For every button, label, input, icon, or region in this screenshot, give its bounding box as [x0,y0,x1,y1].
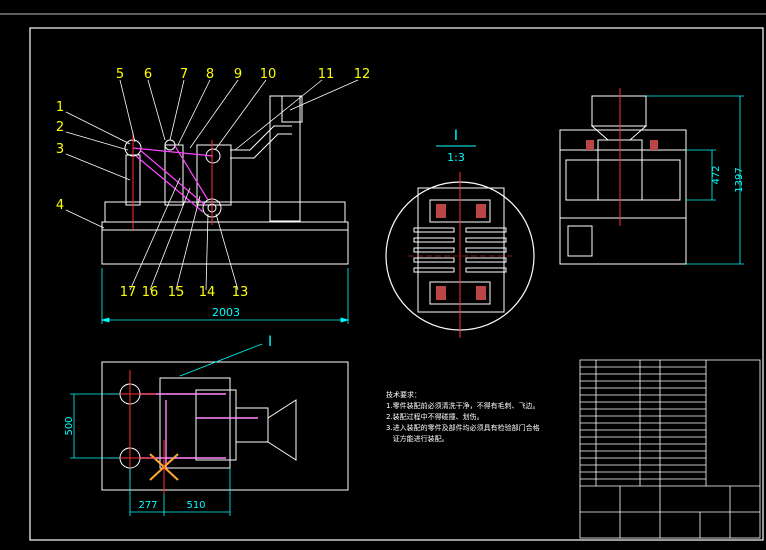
plan-frame [159,377,231,469]
gear-housing [196,144,232,206]
plan-detail-marker: I [268,334,272,350]
detail-scale: 1:3 [447,151,465,164]
front-view-belts [132,145,214,213]
side-base [559,217,687,265]
detail-title: I [454,128,458,144]
label-17: 17 [120,285,137,300]
dim-side-heights [646,95,744,265]
detail-bearing-ll [436,286,446,300]
dim-plan [70,393,231,516]
plan-view [101,361,349,491]
label-14: 14 [199,285,216,300]
dim-plan-depth: 500 [64,416,75,435]
plan-detail-leader [179,343,263,377]
base-plate [104,201,346,223]
label-4: 4 [56,198,64,213]
middle-post [164,144,184,206]
label-6: 6 [144,67,152,82]
side-bearing-left [586,140,594,150]
note-3-cont: 证方能进行装配。 [386,435,449,443]
dim-plan-offset-left: 277 [138,500,157,511]
note-1: 1.零件装配前必须清洗干净，不得有毛刺、飞边。 [386,402,540,410]
label-11: 11 [318,67,335,82]
plan-arm [236,407,269,443]
belt-d [132,147,214,157]
label-3: 3 [56,142,64,157]
label-16: 16 [142,285,159,300]
belt-b [135,155,204,213]
title-block [579,359,761,539]
side-inner [565,159,681,201]
dim-side-height-total: 1397 [734,167,745,192]
plan-outline [101,361,349,491]
side-frame [559,129,687,219]
technical-notes: 技术要求： 1.零件装配前必须清洗干净，不得有毛刺、飞边。 2.装配过程中不得碰撞、… [386,390,540,445]
label-8: 8 [206,67,214,82]
column-cap [281,95,303,123]
notes-heading: 技术要求： [386,391,421,399]
dim-overall-length [100,268,350,324]
dim-side-height-inner: 472 [711,165,722,184]
title-bar [0,0,766,14]
label-5: 5 [116,67,124,82]
leader-lines [65,79,359,291]
detail-view: I 1:3 [385,128,535,338]
label-12: 12 [354,67,371,82]
drawing-border [29,27,764,541]
label-1: 1 [56,100,64,115]
arm [230,125,292,151]
arm-lower [230,133,292,159]
side-hopper [591,95,647,127]
detail-bearing-ur [476,204,486,218]
title-block-frame [579,359,761,539]
detail-housing [417,187,505,313]
detail-gear-teeth [413,227,507,273]
belt-c [174,145,209,201]
side-base-slot [567,225,593,257]
label-9: 9 [234,67,242,82]
part-labels: 1 2 3 4 5 6 7 8 9 10 11 12 13 14 15 16 1… [56,67,370,300]
detail-bearing-ul [436,204,446,218]
side-view [559,88,687,265]
label-10: 10 [260,67,277,82]
side-bearing-right [650,140,658,150]
belt-a [139,149,206,206]
drive-wheel [205,148,221,164]
base-frame [101,221,349,265]
note-2: 2.装配过程中不得碰撞、划伤。 [386,413,484,421]
dim-overall-length-text: 2003 [212,306,240,319]
plan-belts [140,393,258,470]
note-3: 3.进入装配的零件及部件均必须具有检验部门合格 [386,424,540,432]
front-view [101,95,349,265]
label-15: 15 [168,285,185,300]
label-7: 7 [180,67,188,82]
plan-hopper [267,399,297,461]
dim-plan-offset-right: 510 [186,500,205,511]
side-hopper-funnel [590,125,648,141]
plan-gearbox [195,389,237,461]
label-13: 13 [232,285,249,300]
detail-bearing-lr [476,286,486,300]
front-view-centerlines [132,132,213,230]
label-2: 2 [56,120,64,135]
